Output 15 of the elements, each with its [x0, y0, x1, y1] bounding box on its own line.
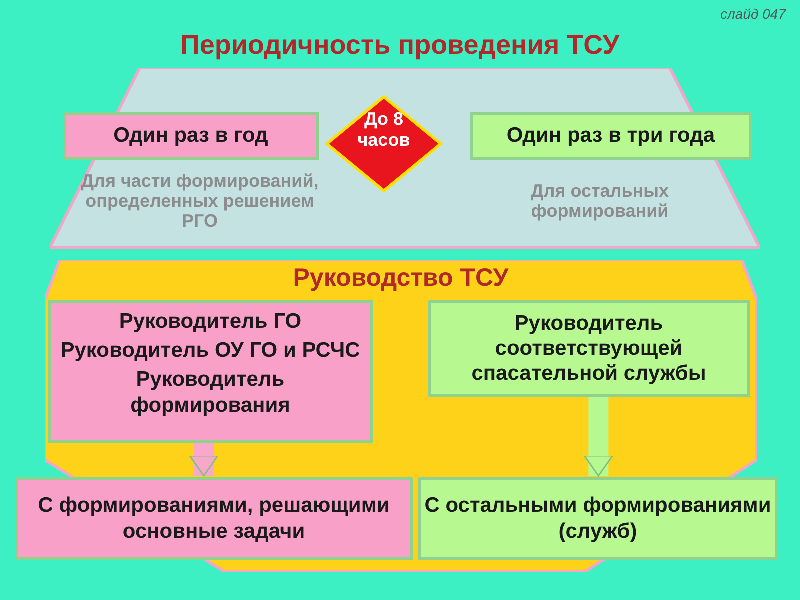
text-box: Один раз в три года	[470, 112, 752, 160]
decision-diamond	[325, 95, 443, 193]
panel-heading: Руководство ТСУ	[292, 264, 510, 293]
text-box: Руководитель ГО Руководитель ОУ ГО и РСЧС Руководитель формирования	[48, 300, 373, 443]
diamond-label: До 8 часов	[356, 109, 412, 150]
text-box: Руководитель соответствующей спасательной службы	[428, 300, 750, 397]
block-arrow	[189, 443, 219, 477]
block-arrow	[584, 397, 614, 477]
hexagon-panel	[50, 68, 760, 252]
text-box: С остальными формированиями (служб)	[418, 477, 778, 560]
text-box: С формированиями, решающими основные задачи	[15, 477, 413, 560]
caption-text: Для остальных формирований	[530, 182, 670, 222]
slide-number: слайд 047	[720, 6, 786, 22]
text-box: Один раз в год	[63, 112, 319, 160]
title: Периодичность проведения ТСУ	[179, 30, 621, 61]
